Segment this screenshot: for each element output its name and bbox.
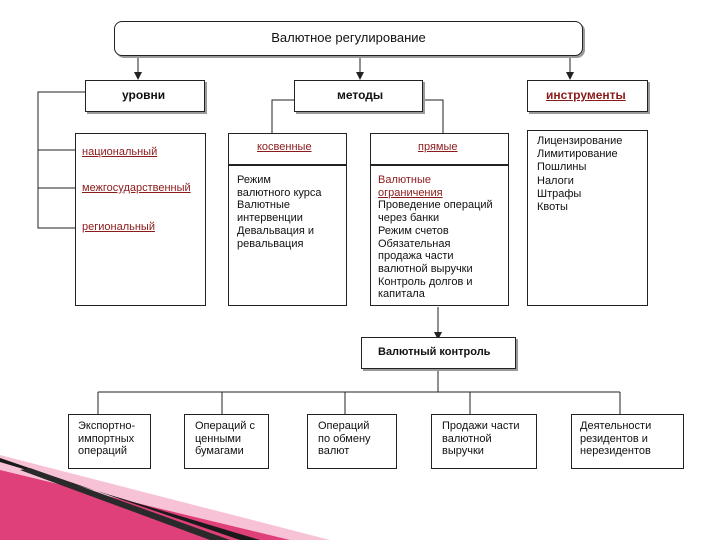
control-label: Валютный контроль — [378, 346, 491, 358]
control-item-line: Деятельности — [580, 420, 652, 432]
instrument-item: Налоги — [537, 174, 574, 187]
methods-indirect-header: косвенные — [228, 133, 347, 165]
indirect-line: Валютные — [237, 199, 291, 212]
methods-indirect-label: косвенные — [257, 141, 312, 153]
header-methods: методы — [294, 80, 423, 112]
control-item-line: Продажи части — [442, 420, 520, 432]
direct-line: валютной выручки — [378, 262, 473, 275]
control-item-residents: Деятельности резидентов и нерезидентов — [571, 414, 684, 469]
direct-list: Валютные ограничения Проведение операций… — [378, 174, 493, 301]
level-national: национальный — [82, 146, 158, 158]
header-instruments-label: инструменты — [546, 88, 626, 102]
direct-heading-line: Валютные — [378, 174, 432, 186]
control-item-line: резидентов и — [580, 432, 648, 445]
instruments-panel: Лицензирование Лимитирование Пошлины Нал… — [527, 130, 648, 306]
control-item-text: Продажи части валютной выручки — [442, 420, 520, 458]
indirect-line: валютного курса — [237, 186, 322, 199]
control-item-line: ценными — [195, 432, 242, 445]
instrument-item: Лицензирование — [537, 135, 623, 147]
control-item-line: Операций с — [195, 420, 256, 432]
direct-heading-line: ограничения — [378, 186, 443, 199]
methods-direct-body: Валютные ограничения Проведение операций… — [370, 165, 509, 306]
control-item-line: бумагами — [195, 445, 244, 458]
diagram-title: Валютное регулирование — [271, 30, 426, 45]
level-interstate: межгосударственный — [82, 182, 191, 194]
indirect-line: ревальвация — [237, 237, 304, 250]
control-item-text: Операций с ценными бумагами — [195, 420, 255, 458]
control-item-text: Экспортно- импортных операций — [78, 420, 135, 458]
control-item-export-import: Экспортно- импортных операций — [68, 414, 151, 469]
control-item-line: нерезидентов — [580, 445, 651, 458]
direct-line: через банки — [378, 212, 440, 225]
control-item-line: Операций — [318, 420, 370, 432]
title-box: Валютное регулирование — [114, 21, 583, 56]
instrument-item: Пошлины — [537, 161, 587, 174]
control-item-line: Экспортно- — [78, 420, 136, 432]
instrument-item: Лимитирование — [537, 148, 618, 161]
header-methods-label: методы — [337, 88, 384, 102]
control-item-line: по обмену — [318, 432, 371, 445]
indirect-line: Девальвация и — [237, 224, 314, 237]
control-item-line: выручки — [442, 445, 484, 458]
level-regional: региональный — [82, 221, 155, 233]
levels-panel: национальный межгосударственный регионал… — [75, 133, 206, 306]
control-item-text: Операций по обмену валют — [318, 420, 371, 458]
header-levels: уровни — [85, 80, 205, 112]
direct-line: Проведение операций — [378, 199, 493, 212]
instrument-item: Квоты — [537, 201, 568, 214]
header-levels-label: уровни — [122, 88, 166, 102]
direct-line: Обязательная — [378, 237, 451, 250]
control-item-line: валютной — [442, 432, 492, 445]
indirect-line: Режим — [237, 174, 271, 186]
control-item-exchange: Операций по обмену валют — [307, 414, 397, 469]
control-box: Валютный контроль — [361, 337, 516, 369]
control-item-line: операций — [78, 445, 128, 458]
methods-direct-label: прямые — [418, 141, 458, 153]
control-item-securities: Операций с ценными бумагами — [184, 414, 269, 469]
indirect-item-1: Режим валютного курса Валютные интервенц… — [237, 174, 322, 250]
direct-line: Режим счетов — [378, 224, 449, 237]
header-instruments: инструменты — [527, 80, 648, 112]
direct-line: продажа части — [378, 250, 454, 263]
control-item-line: валют — [318, 445, 350, 458]
indirect-line: интервенции — [237, 212, 303, 225]
control-item-text: Деятельности резидентов и нерезидентов — [580, 420, 651, 458]
instruments-list: Лицензирование Лимитирование Пошлины Нал… — [537, 135, 622, 214]
instrument-item: Штрафы — [537, 187, 582, 200]
control-item-line: импортных — [78, 432, 135, 445]
direct-line: капитала — [378, 288, 425, 301]
methods-direct-header: прямые — [370, 133, 509, 165]
control-item-proceeds: Продажи части валютной выручки — [431, 414, 537, 469]
direct-line: Контроль долгов и — [378, 275, 473, 288]
methods-indirect-body: Режим валютного курса Валютные интервенц… — [228, 165, 347, 306]
